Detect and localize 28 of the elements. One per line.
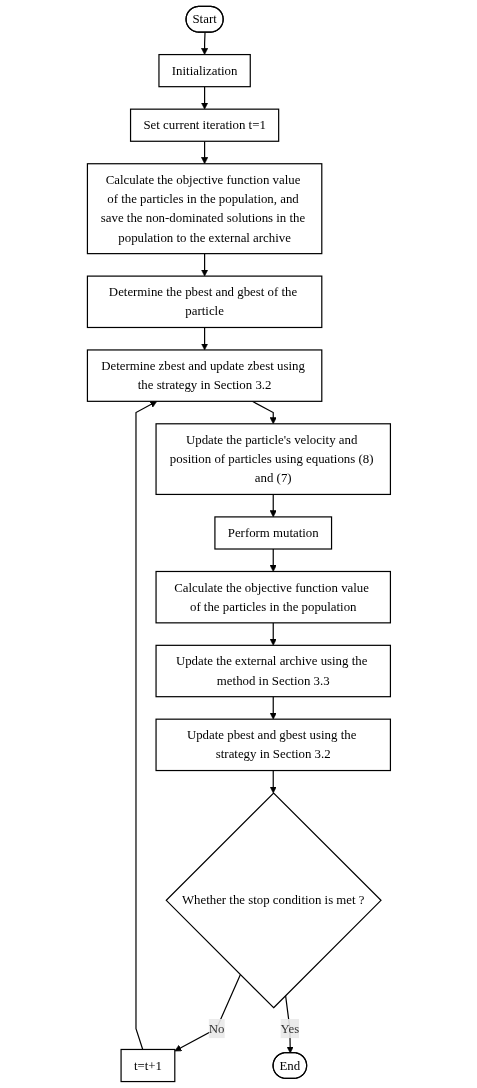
arrow [269, 696, 277, 720]
node-diamond: Whether the stop condition is met ? [165, 792, 382, 1009]
node-box: Initialization [157, 54, 251, 88]
node-box: Update the particle's velocity and position of particles using equations (8) and (7) [155, 423, 391, 496]
arrow [200, 253, 208, 277]
arrow [200, 326, 208, 351]
node-box: Calculate the objective function value of the particles in the population, and save the non-dominated solutions in the population to the external archive [86, 163, 322, 255]
node-box: Update the external archive using the method in Section 3.3 [155, 644, 391, 698]
node-box: Calculate the objective function value of the particles in the population [155, 570, 391, 624]
arrow [251, 400, 277, 425]
arrow [269, 769, 277, 794]
arrow [284, 994, 294, 1054]
arrow [134, 401, 157, 1051]
arrow [200, 140, 208, 165]
arrow [200, 86, 208, 110]
node-box: Determine the pbest and gbest of the particle [86, 275, 322, 329]
arrow [269, 493, 277, 518]
edge-label: Yes [280, 1021, 299, 1036]
node-box: Determine zbest and update zbest using the strategy in Section 3.2 [86, 349, 322, 402]
arrow [200, 31, 208, 55]
node-box: t=t+1 [120, 1048, 175, 1083]
arrow [174, 974, 241, 1052]
node-box: Set current iteration t=1 [129, 108, 279, 142]
node-box: Perform mutation [213, 516, 332, 550]
edge-label: No [208, 1021, 224, 1036]
node-box: Update pbest and gbest using the strategy in Section 3.2 [155, 718, 391, 772]
arrow [269, 548, 277, 572]
arrow [269, 622, 277, 646]
